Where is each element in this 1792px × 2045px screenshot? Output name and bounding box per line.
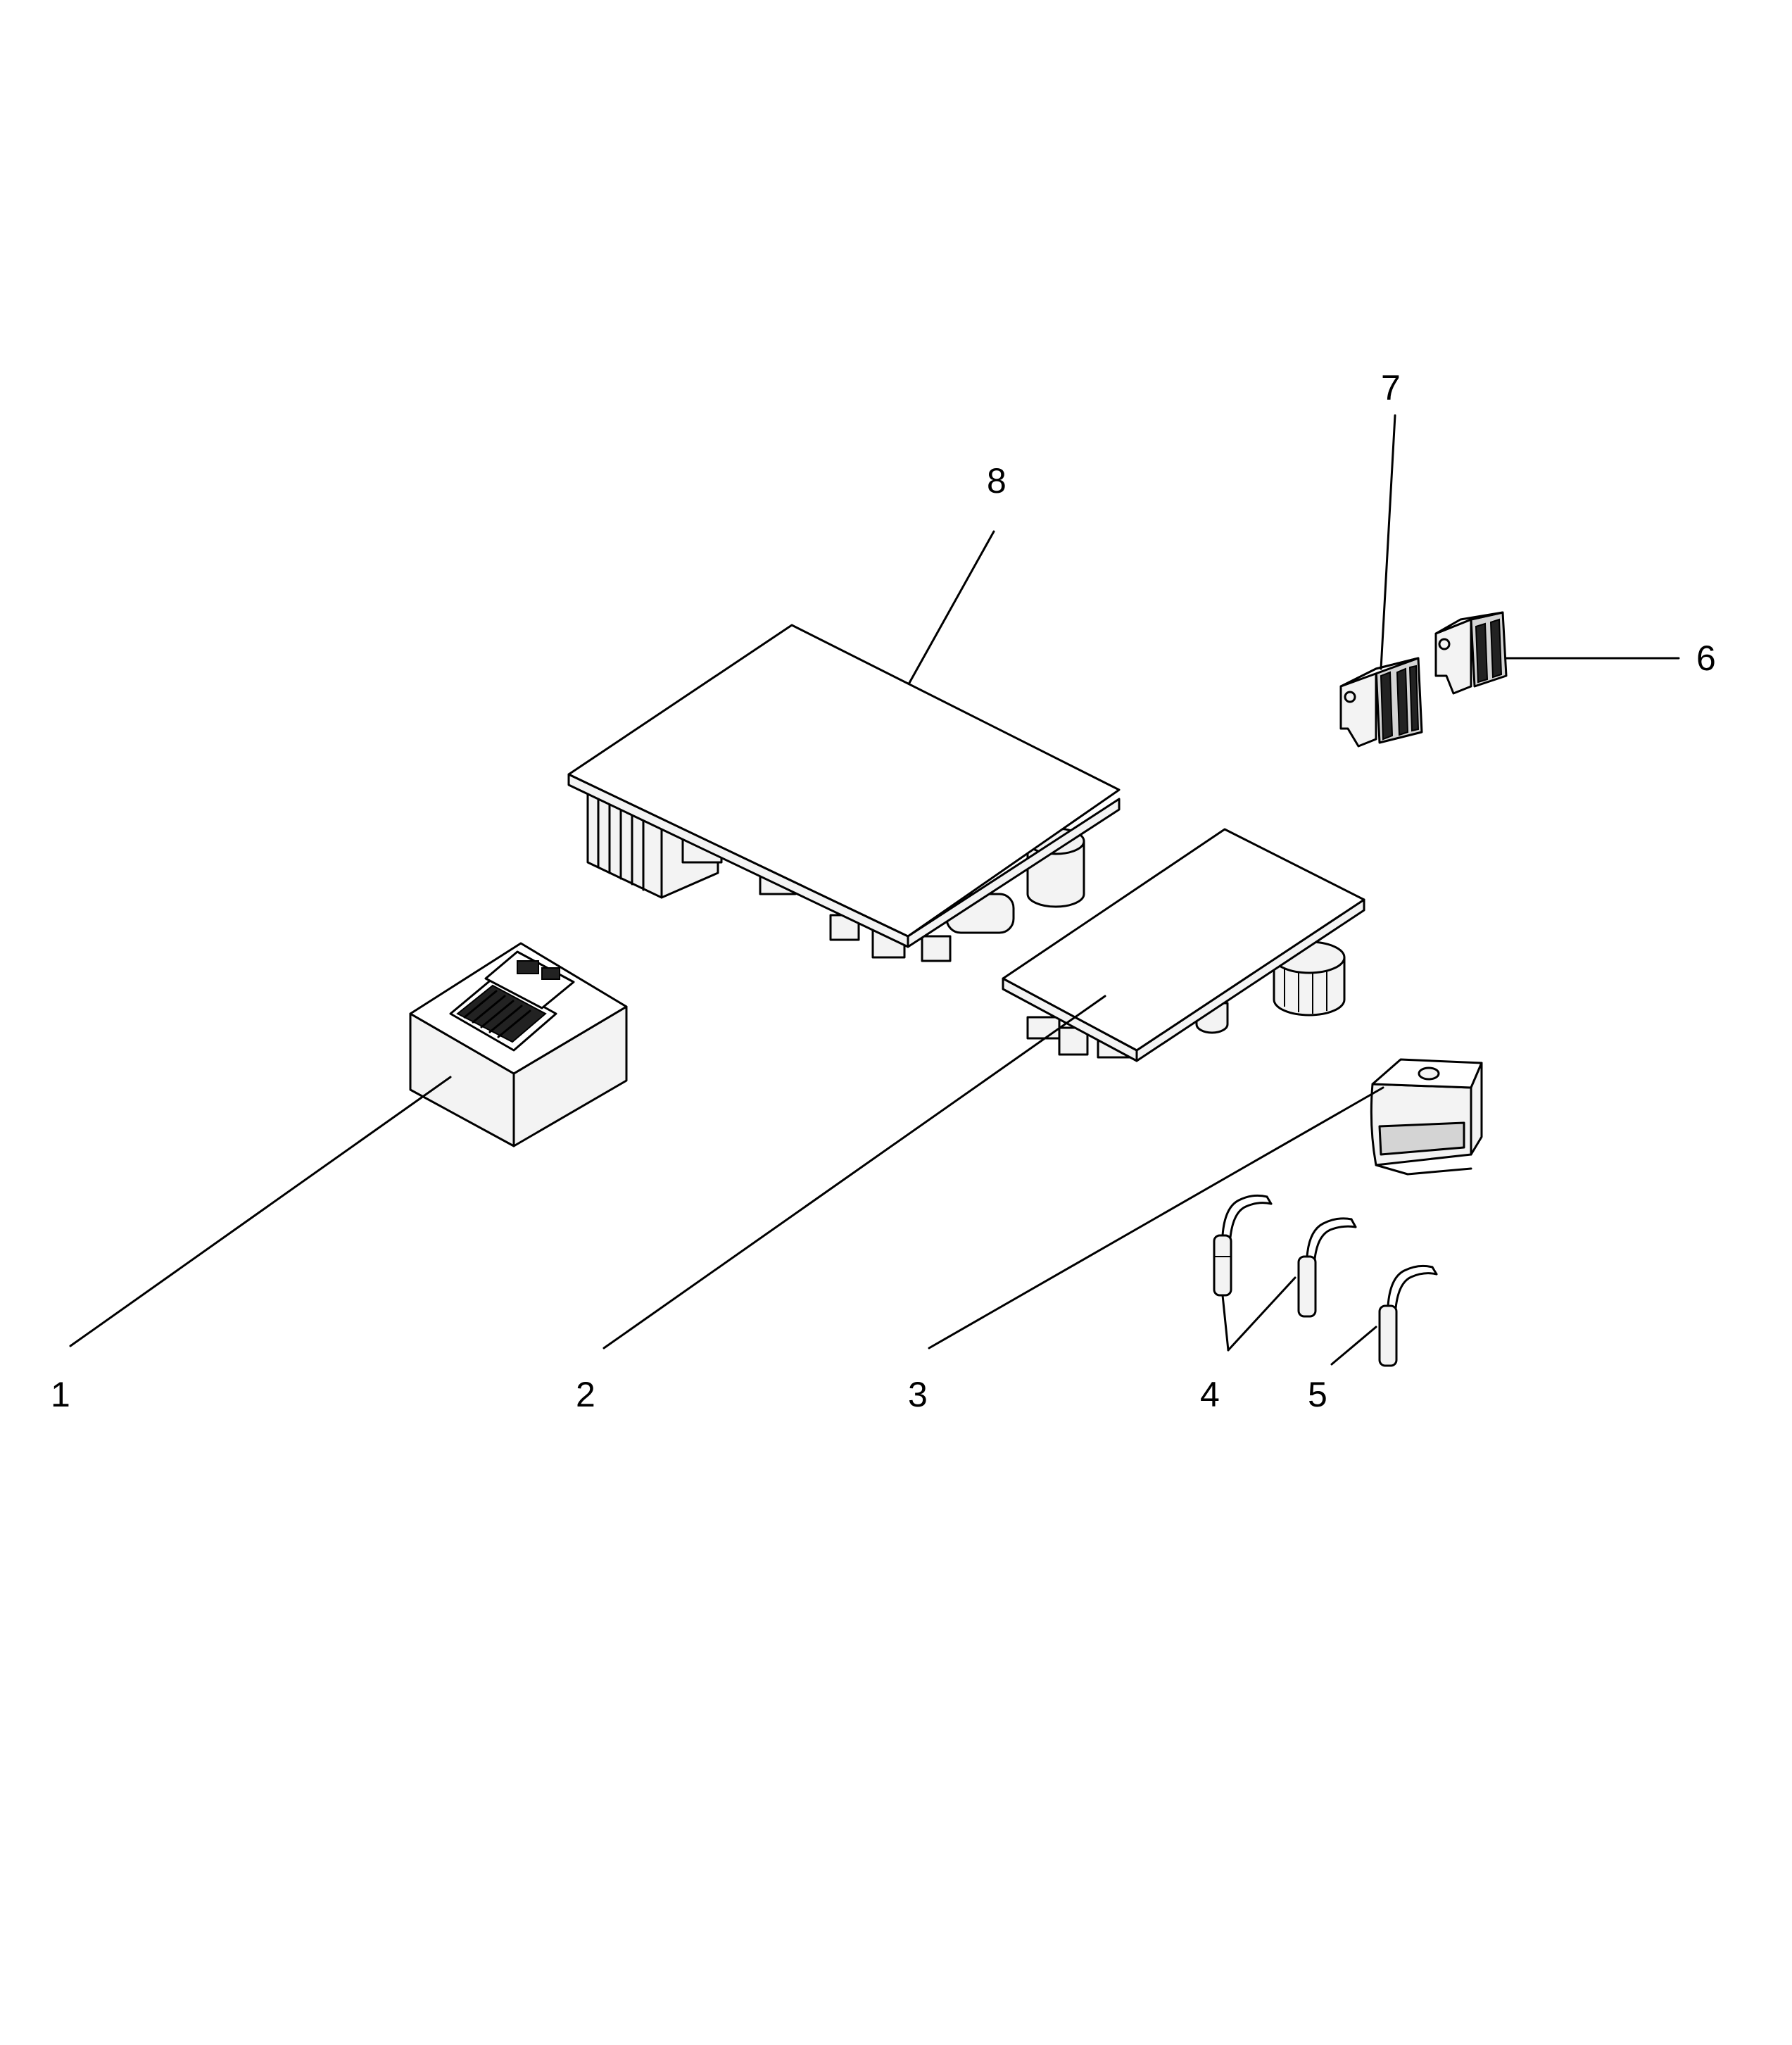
transformer-terminal-block: [449, 950, 575, 1052]
part-8-main-control-board: [567, 624, 1121, 962]
board-8-top-surface: [567, 624, 1121, 938]
part-4-sensor-b: [1297, 1217, 1357, 1318]
leader-3: [928, 1086, 1384, 1349]
callout-5: 5: [1308, 1375, 1327, 1414]
part-3-solenoid-switch: [1370, 1058, 1483, 1176]
leader-7: [1380, 414, 1396, 670]
leader-lines: [69, 414, 1680, 1366]
leader-5: [1330, 1326, 1377, 1366]
callout-3: 3: [908, 1375, 928, 1414]
callout-1: 1: [51, 1375, 70, 1414]
part-5-sensor: [1378, 1264, 1438, 1367]
callout-2: 2: [576, 1375, 595, 1414]
leader-1: [69, 1076, 452, 1347]
callout-8: 8: [987, 461, 1007, 501]
callout-7: 7: [1381, 368, 1401, 408]
leader-8: [908, 530, 995, 684]
part-2-display-board: [1002, 828, 1365, 1062]
part-4-sensor-a: [1213, 1194, 1273, 1297]
leader-4a: [1221, 1294, 1230, 1352]
board-2-top-surface: [1002, 828, 1365, 1052]
callout-6: 6: [1696, 638, 1716, 678]
leader-4b: [1227, 1276, 1296, 1352]
leader-2: [602, 995, 1106, 1349]
callout-4: 4: [1200, 1375, 1220, 1414]
callout-labels: 1 2 3 4 5 6 7 8: [51, 368, 1716, 1414]
part-1-transformer: [409, 942, 628, 1147]
part-6-relay: [1434, 611, 1508, 695]
part-7-relay: [1339, 657, 1423, 748]
